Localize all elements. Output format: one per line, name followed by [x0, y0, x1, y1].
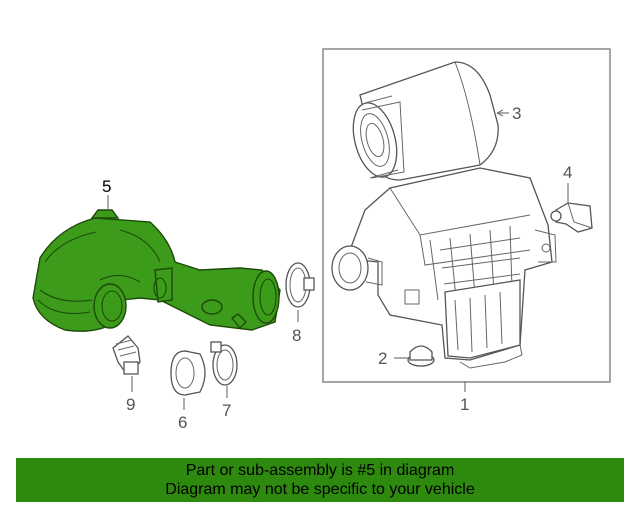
assembly-box [322, 48, 611, 383]
air-filter-element[interactable] [346, 61, 499, 182]
grommet[interactable] [407, 345, 435, 367]
callout-8: 8 [292, 326, 301, 345]
hose-clamp-8[interactable] [285, 262, 315, 308]
fitting[interactable] [112, 335, 141, 375]
sensor[interactable] [550, 202, 593, 233]
callout-1: 1 [460, 395, 469, 414]
intake-duct[interactable] [32, 209, 281, 332]
parts-diagram: 1 2 3 4 5 6 7 8 9 [32, 48, 611, 432]
seal-ring[interactable] [170, 350, 206, 396]
callout-7: 7 [222, 401, 231, 420]
callout-4: 4 [563, 163, 572, 182]
callout-2: 2 [378, 349, 387, 368]
callout-5: 5 [102, 177, 111, 196]
banner-line-disclaimer: Diagram may not be specific to your vehi… [165, 481, 475, 498]
info-banner: Part or sub-assembly is #5 in diagram Di… [16, 458, 624, 502]
callout-3: 3 [512, 104, 521, 123]
air-cleaner-housing[interactable] [331, 167, 557, 369]
banner-line-part: Part or sub-assembly is #5 in diagram [185, 462, 455, 479]
callout-9: 9 [126, 395, 135, 414]
callout-6: 6 [178, 413, 187, 432]
hose-clamp-7[interactable] [210, 341, 238, 386]
